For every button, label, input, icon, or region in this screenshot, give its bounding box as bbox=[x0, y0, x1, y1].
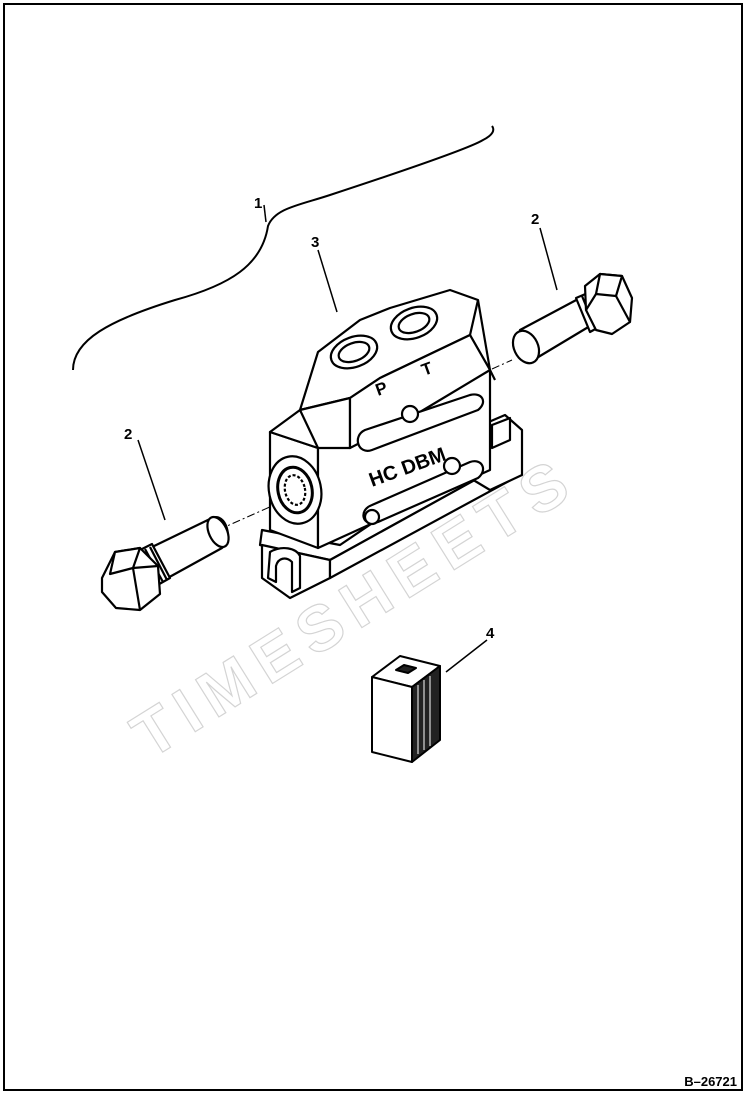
callout-leader-4 bbox=[445, 639, 488, 673]
callout-leader-1 bbox=[263, 204, 267, 223]
callout-2-right: 2 bbox=[531, 211, 539, 228]
centerline-right bbox=[491, 359, 513, 370]
assembly-brace bbox=[72, 125, 495, 371]
decal-block bbox=[371, 655, 441, 763]
centerline-left bbox=[217, 505, 273, 531]
figure-reference: B–26721 bbox=[684, 1074, 737, 1089]
plug-right bbox=[511, 272, 634, 365]
valve-body bbox=[258, 288, 524, 600]
callout-leader-2-right bbox=[539, 227, 558, 291]
callout-1: 1 bbox=[254, 195, 262, 212]
callout-leader-3 bbox=[317, 249, 338, 313]
border-frame bbox=[3, 3, 743, 1091]
callout-4: 4 bbox=[486, 625, 495, 642]
plug-left bbox=[100, 515, 230, 612]
callout-3: 3 bbox=[311, 234, 319, 251]
callout-leader-2-left bbox=[137, 439, 166, 521]
callout-2-left: 2 bbox=[124, 426, 132, 443]
